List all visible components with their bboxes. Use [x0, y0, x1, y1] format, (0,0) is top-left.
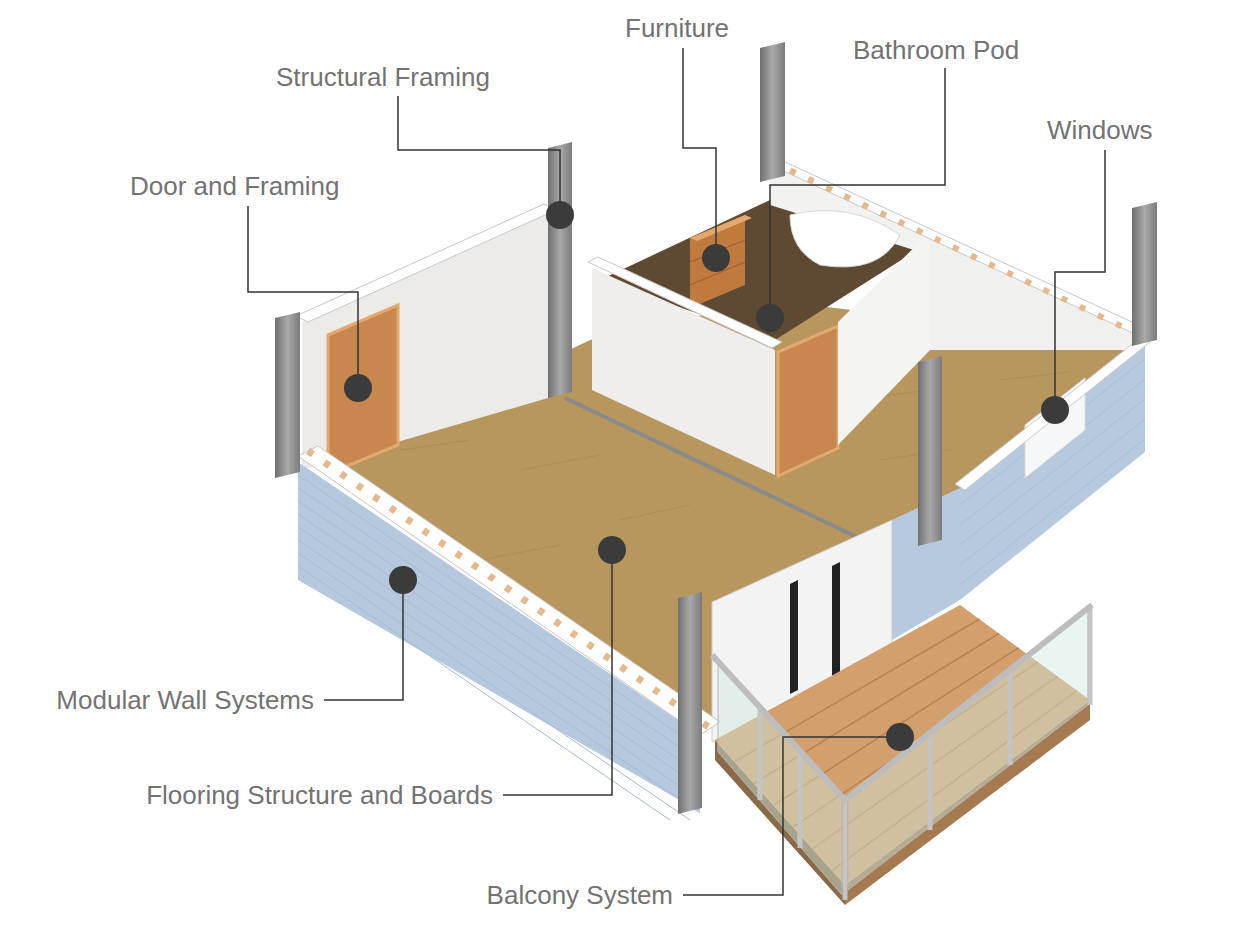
callout-dots — [344, 201, 1069, 751]
callout-label: Door and Framing — [130, 171, 340, 201]
callout-label: Furniture — [625, 13, 729, 43]
callout-label: Balcony System — [487, 880, 673, 910]
callout-label: Modular Wall Systems — [56, 685, 314, 715]
leader-lines — [248, 48, 1105, 895]
callout-label: Flooring Structure and Boards — [146, 780, 493, 810]
callout-label: Structural Framing — [276, 62, 490, 92]
callout-label: Bathroom Pod — [853, 35, 1019, 65]
callout-label: Windows — [1047, 115, 1152, 145]
